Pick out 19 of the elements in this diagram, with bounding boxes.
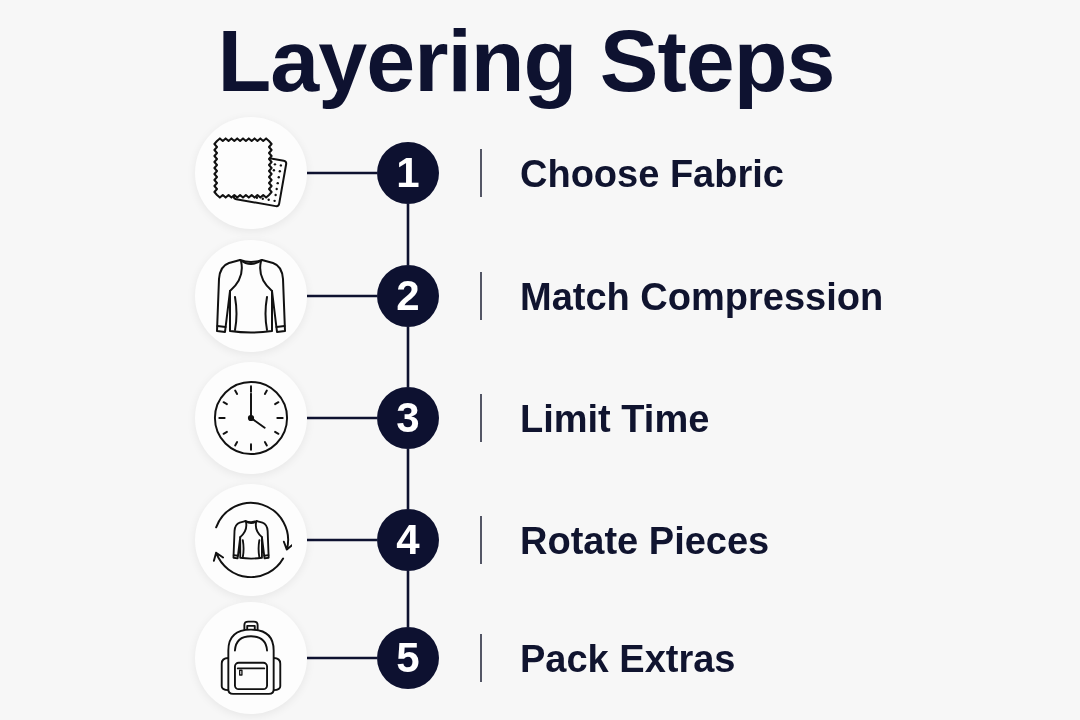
step-number-badge: 3: [377, 387, 439, 449]
step-label: Pack Extras: [520, 640, 736, 678]
connector-line: [406, 571, 410, 627]
connector-line: [406, 327, 410, 387]
connector-line: [307, 171, 377, 175]
step-label: Rotate Pieces: [520, 522, 770, 560]
connector-line: [307, 416, 377, 420]
connector-line: [307, 538, 377, 542]
step-label: Choose Fabric: [520, 155, 784, 193]
step-label: Limit Time: [520, 400, 710, 438]
step-label: Match Compression: [520, 278, 884, 316]
step-number-badge: 2: [377, 265, 439, 327]
step-number-badge: 5: [377, 627, 439, 689]
step-number-badge: 1: [377, 142, 439, 204]
connector-line: [406, 204, 410, 265]
connector-line: [307, 656, 377, 660]
connector-line: [406, 449, 410, 509]
step-number-badge: 4: [377, 509, 439, 571]
connector-line: [307, 294, 377, 298]
